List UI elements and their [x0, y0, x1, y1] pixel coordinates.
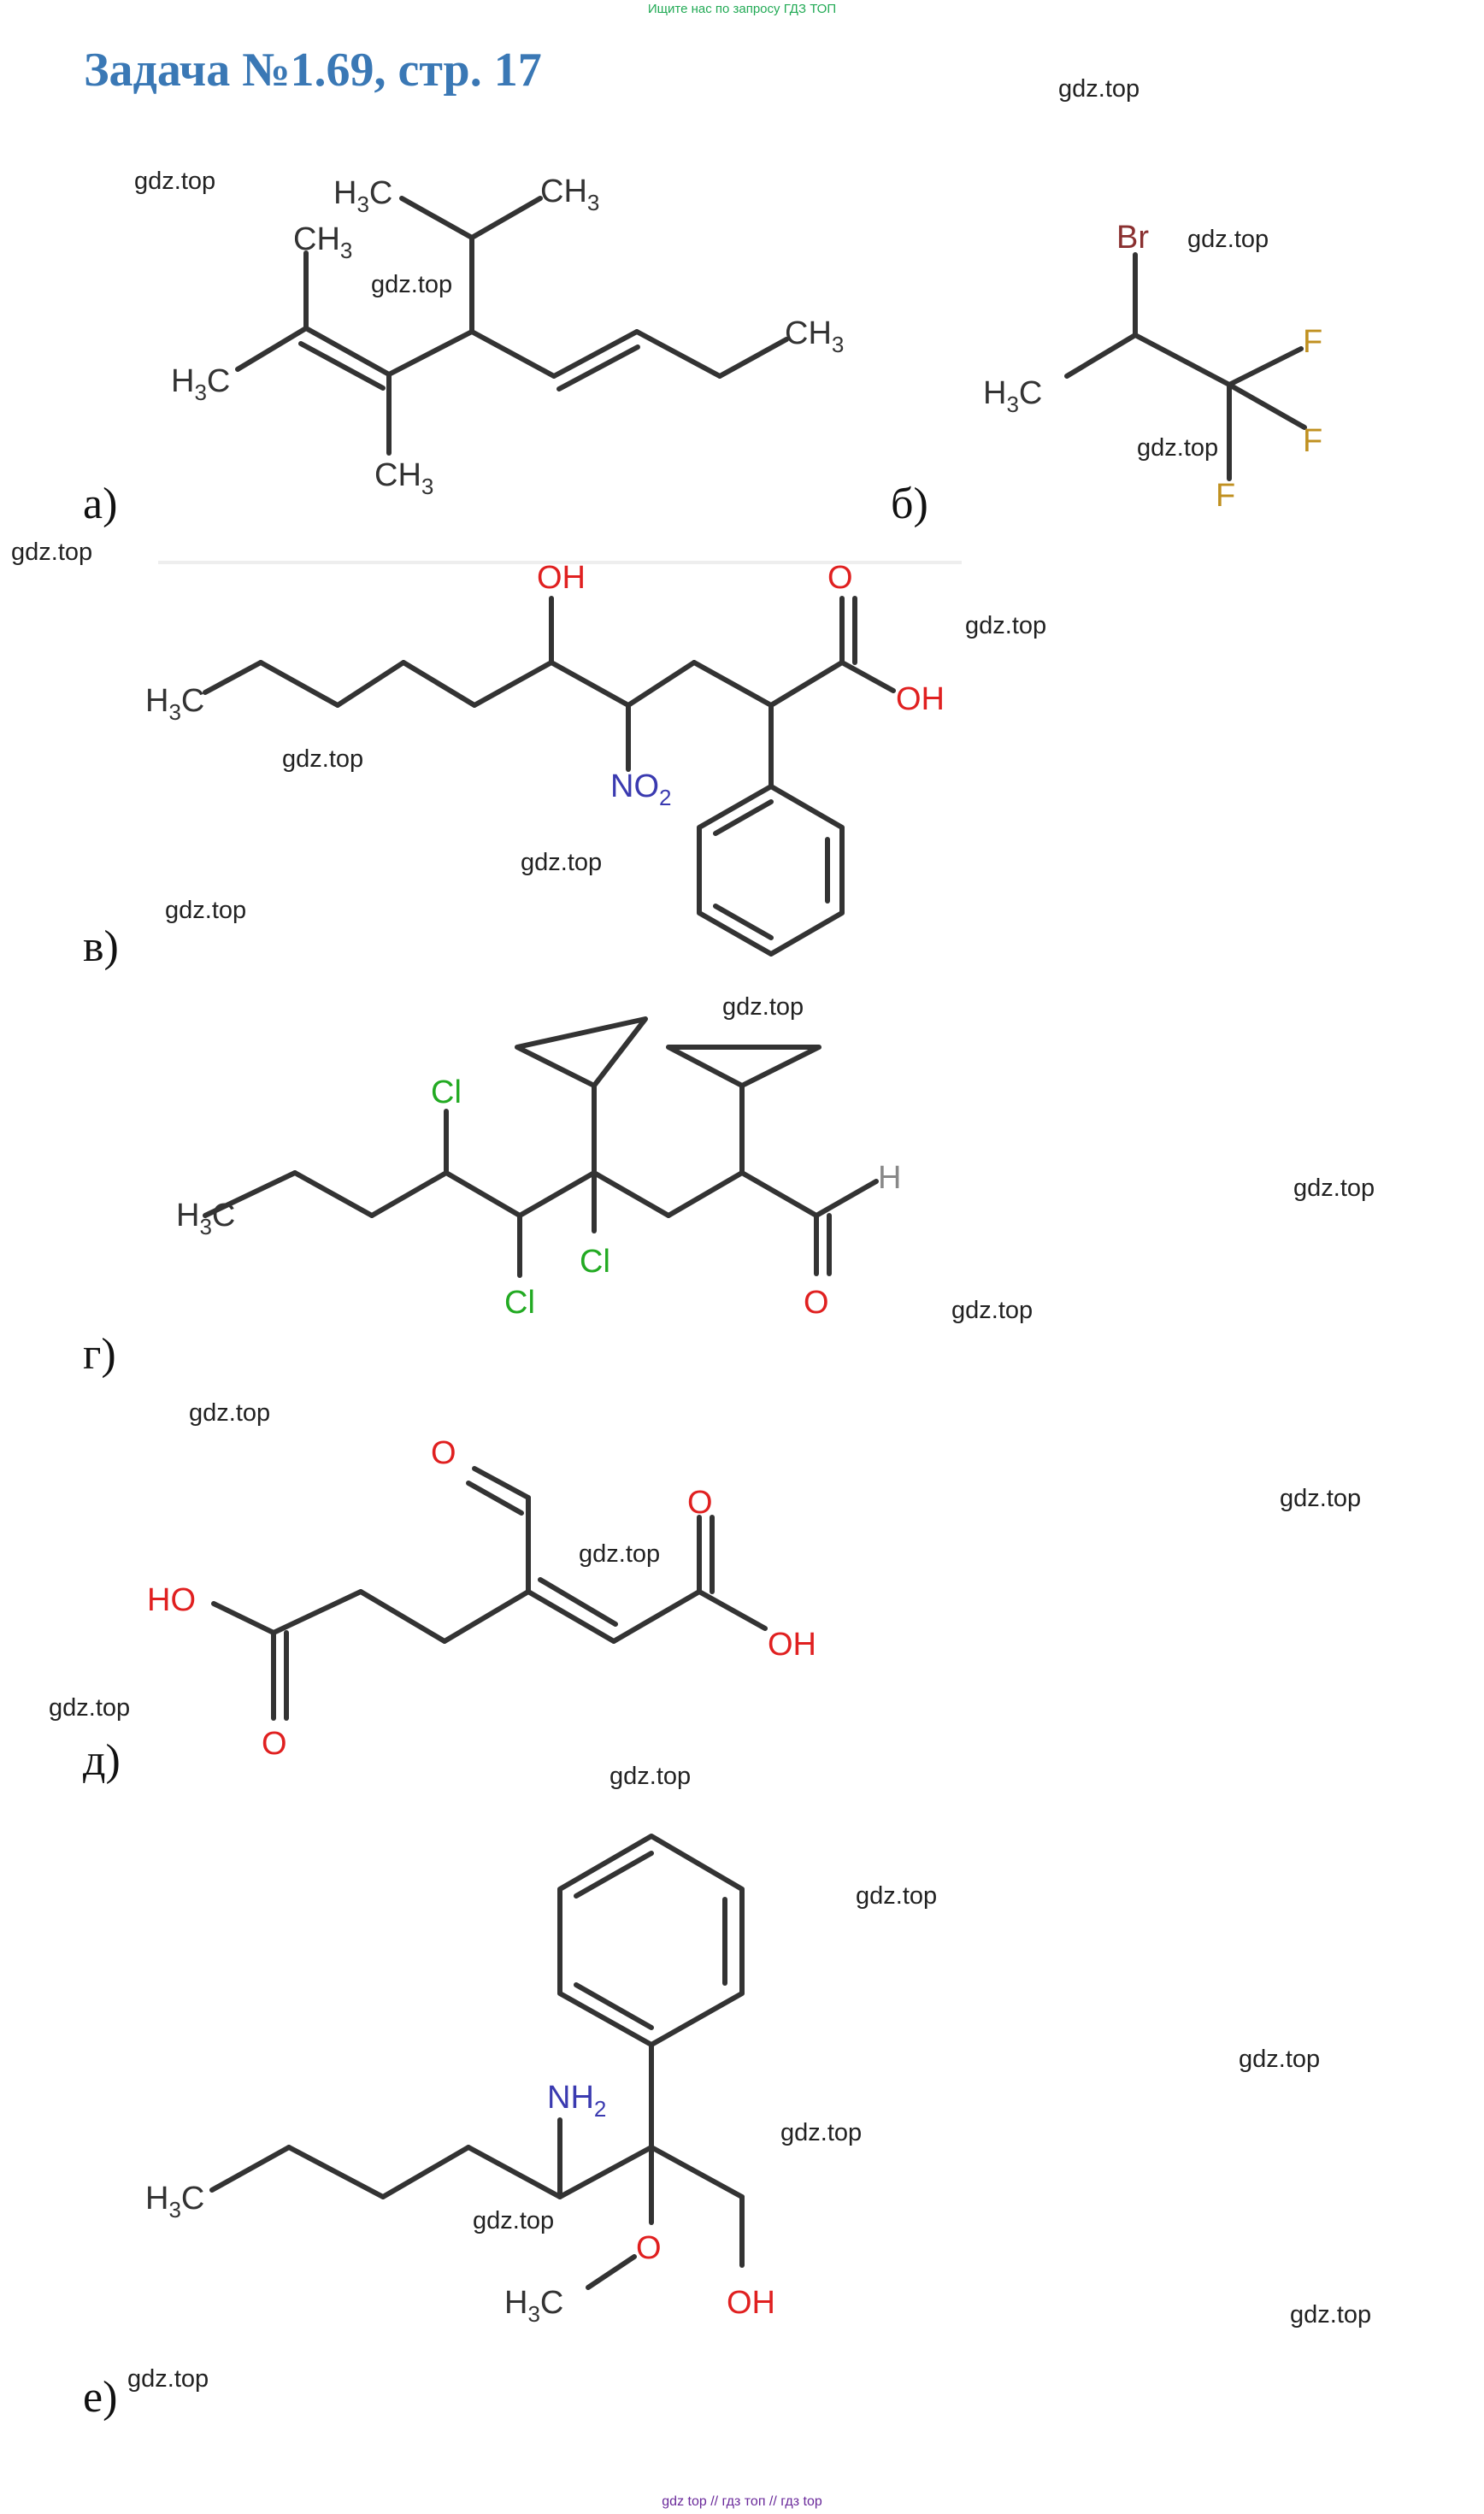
atom-oh: OH	[768, 1627, 816, 1663]
atom-o: O	[687, 1485, 713, 1521]
watermark: gdz.top	[521, 849, 603, 876]
label-v: в)	[83, 922, 119, 971]
label-e: е)	[83, 2373, 118, 2422]
watermark: gdz.top	[780, 2119, 863, 2146]
label-d: д)	[83, 1736, 121, 1785]
watermark: gdz.top	[11, 539, 93, 566]
watermark: gdz.top	[1239, 2046, 1321, 2073]
watermark: gdz.top	[1280, 1485, 1362, 1512]
watermark: gdz.top	[722, 993, 804, 1021]
atom-o: O	[827, 560, 853, 596]
watermark: gdz.top	[965, 612, 1047, 639]
watermark: gdz.top	[610, 1763, 692, 1790]
label-g: г)	[83, 1330, 116, 1379]
atom-h3c: H3C	[145, 683, 204, 725]
atom-f: F	[1303, 423, 1322, 459]
atom-oh: OH	[727, 2285, 775, 2321]
atom-h3c: H3C	[333, 175, 392, 217]
atom-o: O	[431, 1435, 456, 1471]
divider	[158, 561, 962, 564]
atom-f: F	[1216, 478, 1235, 514]
label-b: б)	[891, 480, 928, 528]
atom-cl: Cl	[580, 1244, 610, 1280]
atom-f: F	[1303, 324, 1322, 360]
watermark: gdz.top	[856, 1882, 938, 1910]
atom-h: H	[878, 1160, 901, 1196]
footer-links[interactable]: gdz top // гдз топ // гдз top	[662, 2494, 822, 2509]
watermark: gdz.top	[282, 745, 364, 773]
watermark: gdz.top	[49, 1694, 131, 1722]
atom-h3c: H3C	[145, 2181, 204, 2223]
atom-br: Br	[1116, 220, 1149, 256]
watermark: gdz.top	[1290, 2301, 1372, 2329]
atom-cl: Cl	[431, 1074, 462, 1110]
watermark: gdz.top	[1058, 75, 1140, 103]
watermark: gdz.top	[127, 2365, 209, 2393]
atom-h3c: H3C	[504, 2285, 563, 2327]
atom-oh: OH	[537, 560, 586, 596]
watermark: gdz.top	[1137, 434, 1219, 462]
watermark: gdz.top	[134, 168, 216, 195]
page-title: Задача №1.69, стр. 17	[84, 44, 542, 97]
atom-o: O	[636, 2230, 662, 2266]
watermark: gdz.top	[371, 271, 453, 298]
label-a: а)	[83, 480, 118, 528]
atom-o: O	[804, 1285, 829, 1321]
atom-h3c: H3C	[176, 1198, 235, 1239]
watermark: gdz.top	[579, 1540, 661, 1568]
top-search-link[interactable]: Ищите нас по запросу ГДЗ ТОП	[647, 2, 837, 16]
atom-nh2: NH2	[547, 2080, 606, 2122]
atom-o: O	[262, 1726, 287, 1762]
watermark: gdz.top	[189, 1399, 271, 1427]
atom-oh: OH	[896, 681, 945, 717]
watermark: gdz.top	[1187, 226, 1269, 253]
atom-cl: Cl	[504, 1285, 535, 1321]
atom-ho: HO	[147, 1582, 196, 1618]
watermark: gdz.top	[951, 1297, 1034, 1324]
watermark: gdz.top	[1293, 1175, 1375, 1202]
atom-h3c: H3C	[171, 363, 230, 405]
watermark: gdz.top	[473, 2207, 555, 2234]
watermark: gdz.top	[165, 897, 247, 924]
atom-ch3: CH3	[785, 315, 844, 357]
